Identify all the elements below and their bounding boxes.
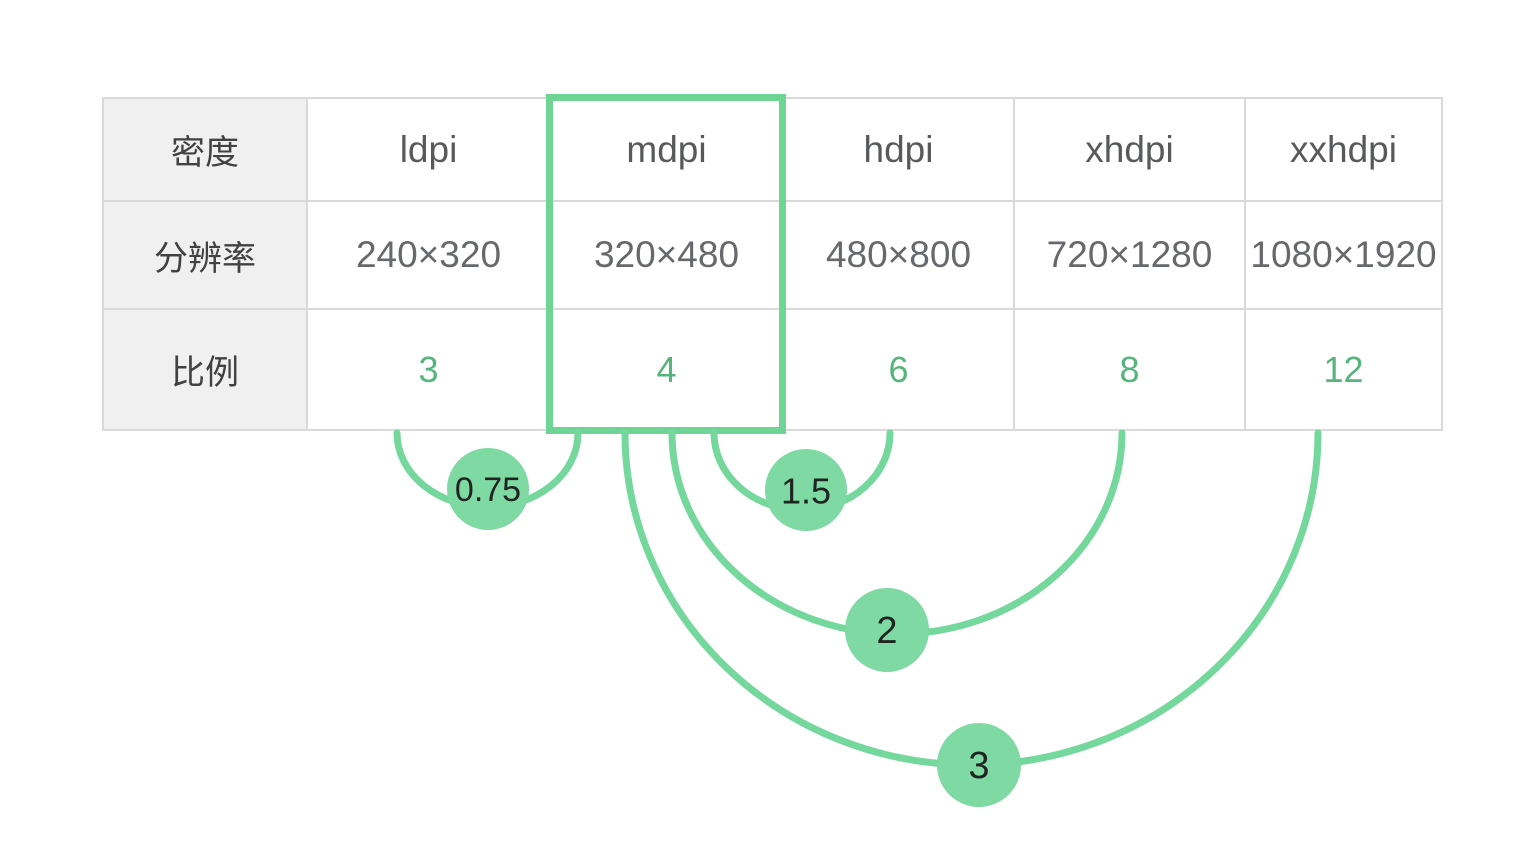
ratio-cell-xxhdpi: 12 (1244, 308, 1443, 431)
badge-circle (937, 723, 1021, 807)
badge-label: 1.5 (781, 471, 831, 512)
table-row-ratio: 比例 3 4 6 8 12 (102, 308, 1443, 431)
arc-mdpi-xxhdpi (621, 429, 1322, 769)
badge-label: 0.75 (455, 471, 521, 509)
ratio-badge-3: 3 (937, 723, 1021, 807)
row-header-density: 密度 (102, 97, 308, 202)
arc-mdpi-xhdpi (668, 429, 1126, 638)
resolution-cell-xhdpi: 720×1280 (1013, 200, 1246, 310)
resolution-cell-ldpi: 240×320 (306, 200, 551, 310)
resolution-cell-mdpi: 320×480 (549, 200, 784, 310)
table-row-density: 密度 ldpi mdpi hdpi xhdpi xxhdpi (102, 97, 1443, 202)
badge-circle (447, 448, 529, 530)
resolution-cell-hdpi: 480×800 (782, 200, 1015, 310)
ratio-cell-hdpi: 6 (782, 308, 1015, 431)
row-header-resolution: 分辨率 (102, 200, 308, 310)
density-cell-xxhdpi: xxhdpi (1244, 97, 1443, 202)
badge-label: 3 (968, 745, 989, 787)
ratio-cell-mdpi: 4 (549, 308, 784, 431)
ratio-cell-xhdpi: 8 (1013, 308, 1246, 431)
badge-label: 2 (876, 610, 897, 652)
arc-ldpi-mdpi (393, 429, 582, 511)
badge-circle (845, 588, 929, 672)
resolution-cell-xxhdpi: 1080×1920 (1244, 200, 1443, 310)
density-cell-mdpi: mdpi (549, 97, 784, 202)
ratio-badge-1-5: 1.5 (765, 449, 847, 531)
density-table: 密度 ldpi mdpi hdpi xhdpi xxhdpi 分辨率 240×3… (102, 97, 1443, 431)
ratio-cell-ldpi: 3 (306, 308, 551, 431)
badge-circle (765, 449, 847, 531)
ratio-badge-0-75: 0.75 (447, 448, 529, 530)
arc-mdpi-hdpi (710, 429, 894, 514)
density-cell-ldpi: ldpi (306, 97, 551, 202)
density-cell-xhdpi: xhdpi (1013, 97, 1246, 202)
row-header-ratio: 比例 (102, 308, 308, 431)
density-cell-hdpi: hdpi (782, 97, 1015, 202)
ratio-badge-2: 2 (845, 588, 929, 672)
table-row-resolution: 分辨率 240×320 320×480 480×800 720×1280 108… (102, 200, 1443, 310)
